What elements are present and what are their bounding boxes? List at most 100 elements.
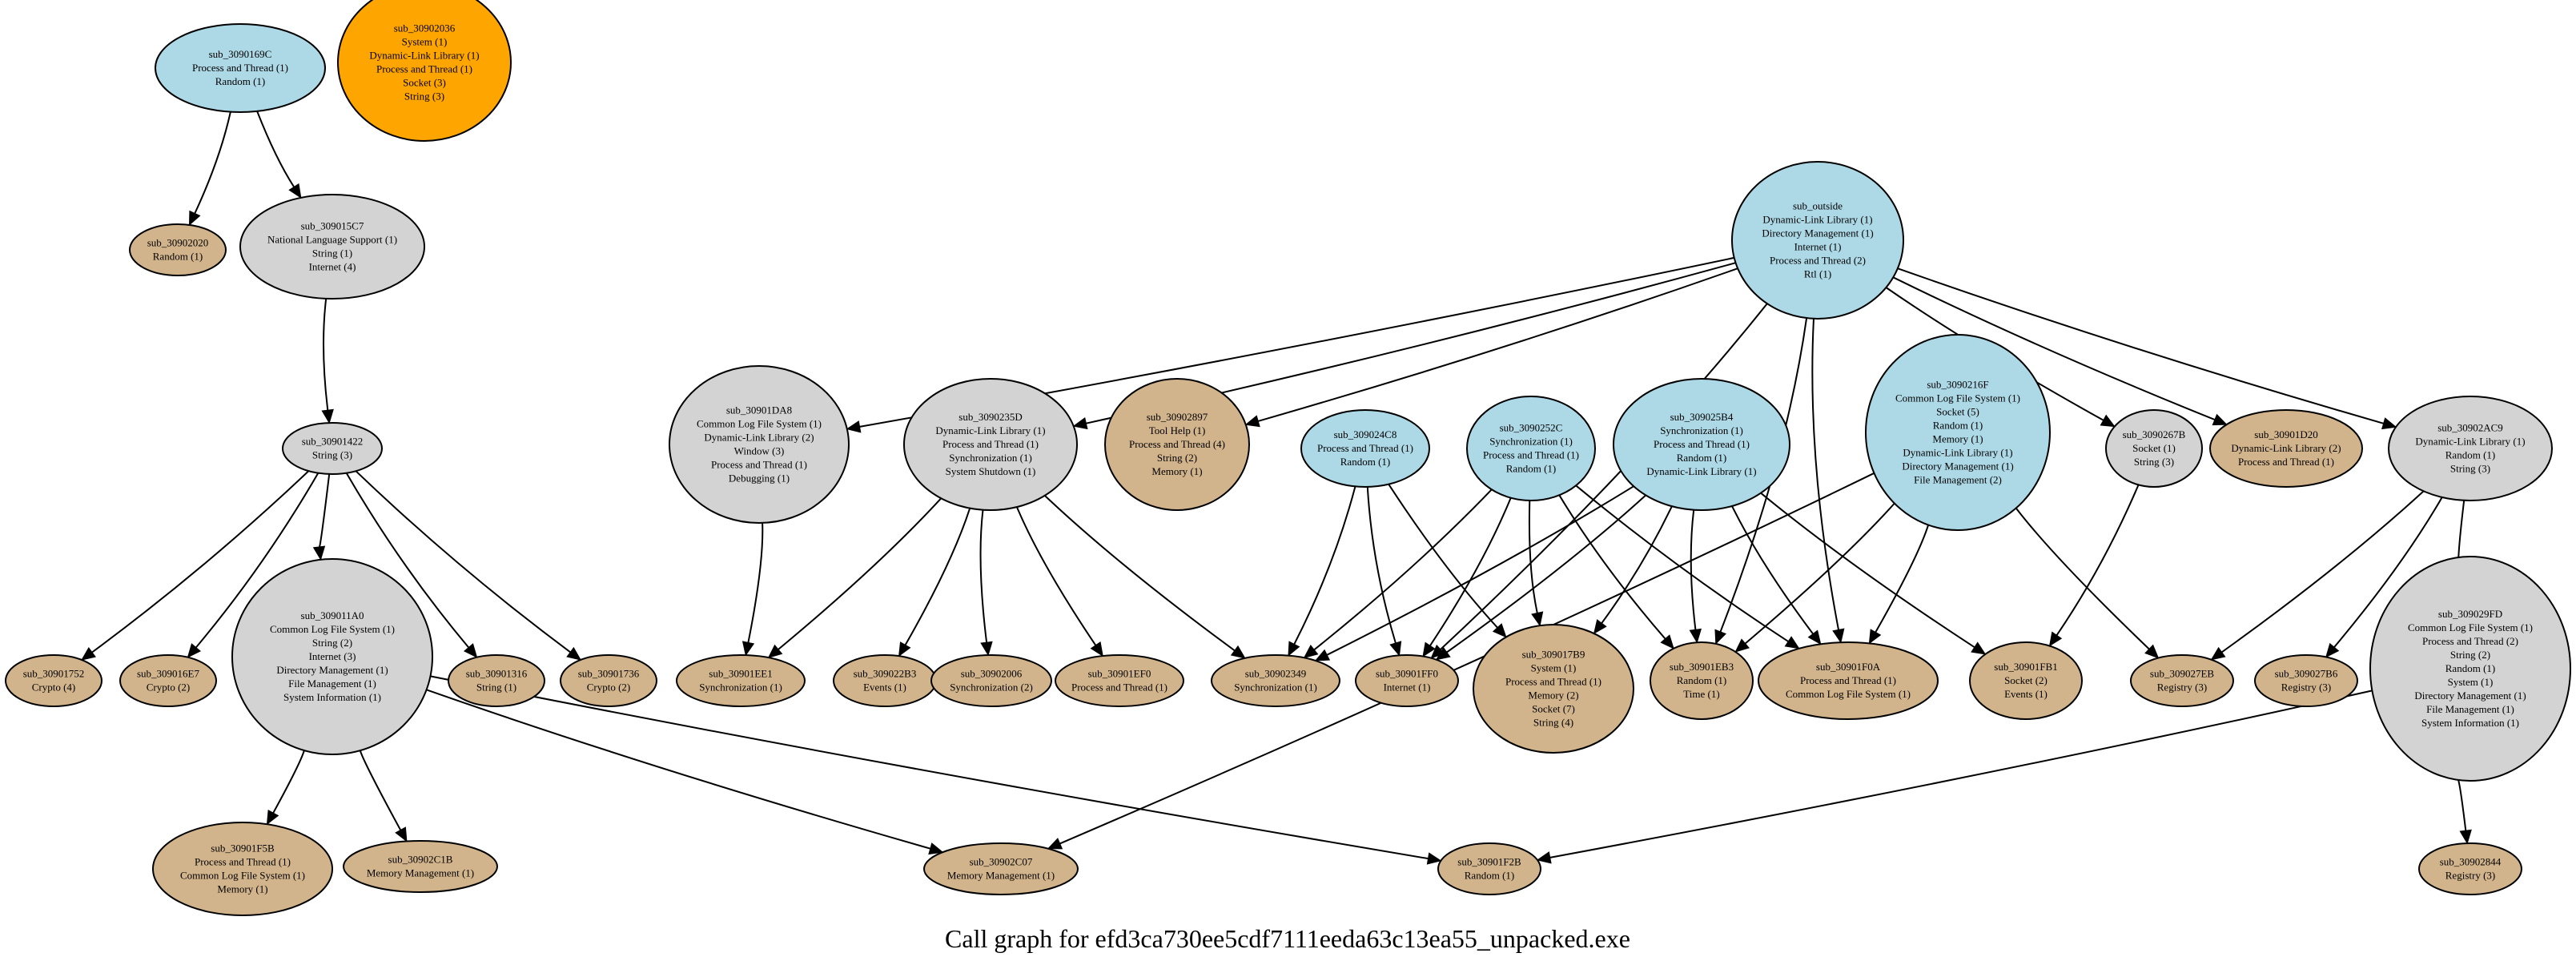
- node-title: sub_309017B9: [1522, 649, 1585, 661]
- node-title: sub_30901F0A: [1816, 661, 1881, 673]
- node-api-count: Random (1): [1677, 452, 1726, 464]
- edge-arrowhead: [2459, 829, 2472, 845]
- node-ellipse: [1055, 654, 1184, 707]
- edge-arrowhead: [1435, 646, 1451, 661]
- node-title: sub_30901FF0: [1376, 668, 1438, 680]
- edge-arrowhead: [1492, 623, 1507, 638]
- node-title: sub_309015C7: [301, 220, 364, 232]
- edge-sub_309011A0-to-sub_30901F5B: [272, 750, 305, 814]
- node-api-count: Dynamic-Link Library (1): [1762, 214, 1872, 226]
- edge-sub_3090267B-to-sub_30901FB1: [2056, 484, 2140, 636]
- node-api-count: Internet (1): [1794, 241, 1842, 253]
- node-title: sub_309025B4: [1670, 411, 1734, 423]
- node-title: sub_30901316: [466, 668, 528, 680]
- node-api-count: Common Log File System (1): [180, 870, 305, 882]
- edge-sub_3090169C-to-sub_309015C7: [256, 111, 295, 187]
- node-api-count: Synchronization (1): [1234, 682, 1317, 694]
- node-title: sub_30902C07: [970, 856, 1033, 868]
- node-api-count: System (1): [2448, 676, 2494, 688]
- node-api-count: System (1): [402, 36, 448, 48]
- edge-arrowhead: [980, 641, 993, 657]
- node-api-count: Internet (1): [1384, 682, 1431, 694]
- edge-sub_3090235D-to-sub_30902006: [979, 509, 988, 643]
- node-api-count: Process and Thread (1): [1483, 449, 1579, 461]
- node-api-count: Dynamic-Link Library (1): [2415, 436, 2525, 448]
- node-api-count: Directory Management (1): [276, 664, 388, 676]
- node-api-count: Memory (1): [1151, 465, 1202, 477]
- edge-arrowhead: [395, 826, 408, 842]
- edge-sub_3090235D-to-sub_30902349: [1044, 495, 1236, 652]
- node-api-count: String (1): [312, 247, 352, 259]
- node-ellipse: [1104, 378, 1250, 511]
- edge-arrowhead: [1314, 649, 1331, 661]
- node-ellipse: [669, 365, 850, 524]
- edge-arrowhead: [1288, 641, 1300, 657]
- node-api-count: System Information (1): [2421, 717, 2519, 729]
- node-title: sub_309016E7: [137, 668, 200, 680]
- edge-sub_30902AC9-to-sub_309027EB: [2221, 490, 2425, 653]
- node-title: sub_30901D20: [2254, 428, 2317, 440]
- edge-arrowhead: [81, 646, 96, 661]
- node-ellipse: [2254, 654, 2358, 707]
- graph-caption: Call graph for efd3ca730ee5cdf7111eeda63…: [945, 924, 1630, 953]
- node-api-count: Synchronization (1): [1489, 436, 1573, 448]
- edge-arrowhead: [1784, 636, 1800, 649]
- node-title: sub_30901F5B: [211, 842, 275, 854]
- node-api-count: Process and Thread (1): [942, 438, 1039, 450]
- edge-sub_30901422-to-sub_309016E7: [195, 472, 319, 649]
- node-api-count: Process and Thread (1): [192, 62, 288, 74]
- node-api-count: Process and Thread (4): [1129, 438, 1225, 450]
- node-api-count: File Management (2): [1914, 474, 2002, 486]
- node-api-count: File Management (1): [288, 677, 376, 690]
- edge-sub_30901422-to-sub_30901316: [345, 472, 469, 649]
- edge-arrowhead: [1422, 641, 1436, 657]
- edge-arrowhead: [266, 809, 279, 826]
- node-sub_3090252C[interactable]: sub_3090252C Synchronization (1)Process a…: [1466, 396, 1596, 501]
- edge-arrowhead: [741, 641, 755, 657]
- node-title: sub_3090252C: [1500, 422, 1563, 434]
- node-ellipse: [1865, 334, 2051, 531]
- edges-layer: [81, 111, 2472, 865]
- node-api-count: Common Log File System (1): [2408, 621, 2533, 633]
- edge-sub_309029FD-to-sub_30902844: [2456, 777, 2467, 831]
- node-ellipse: [1473, 624, 1634, 754]
